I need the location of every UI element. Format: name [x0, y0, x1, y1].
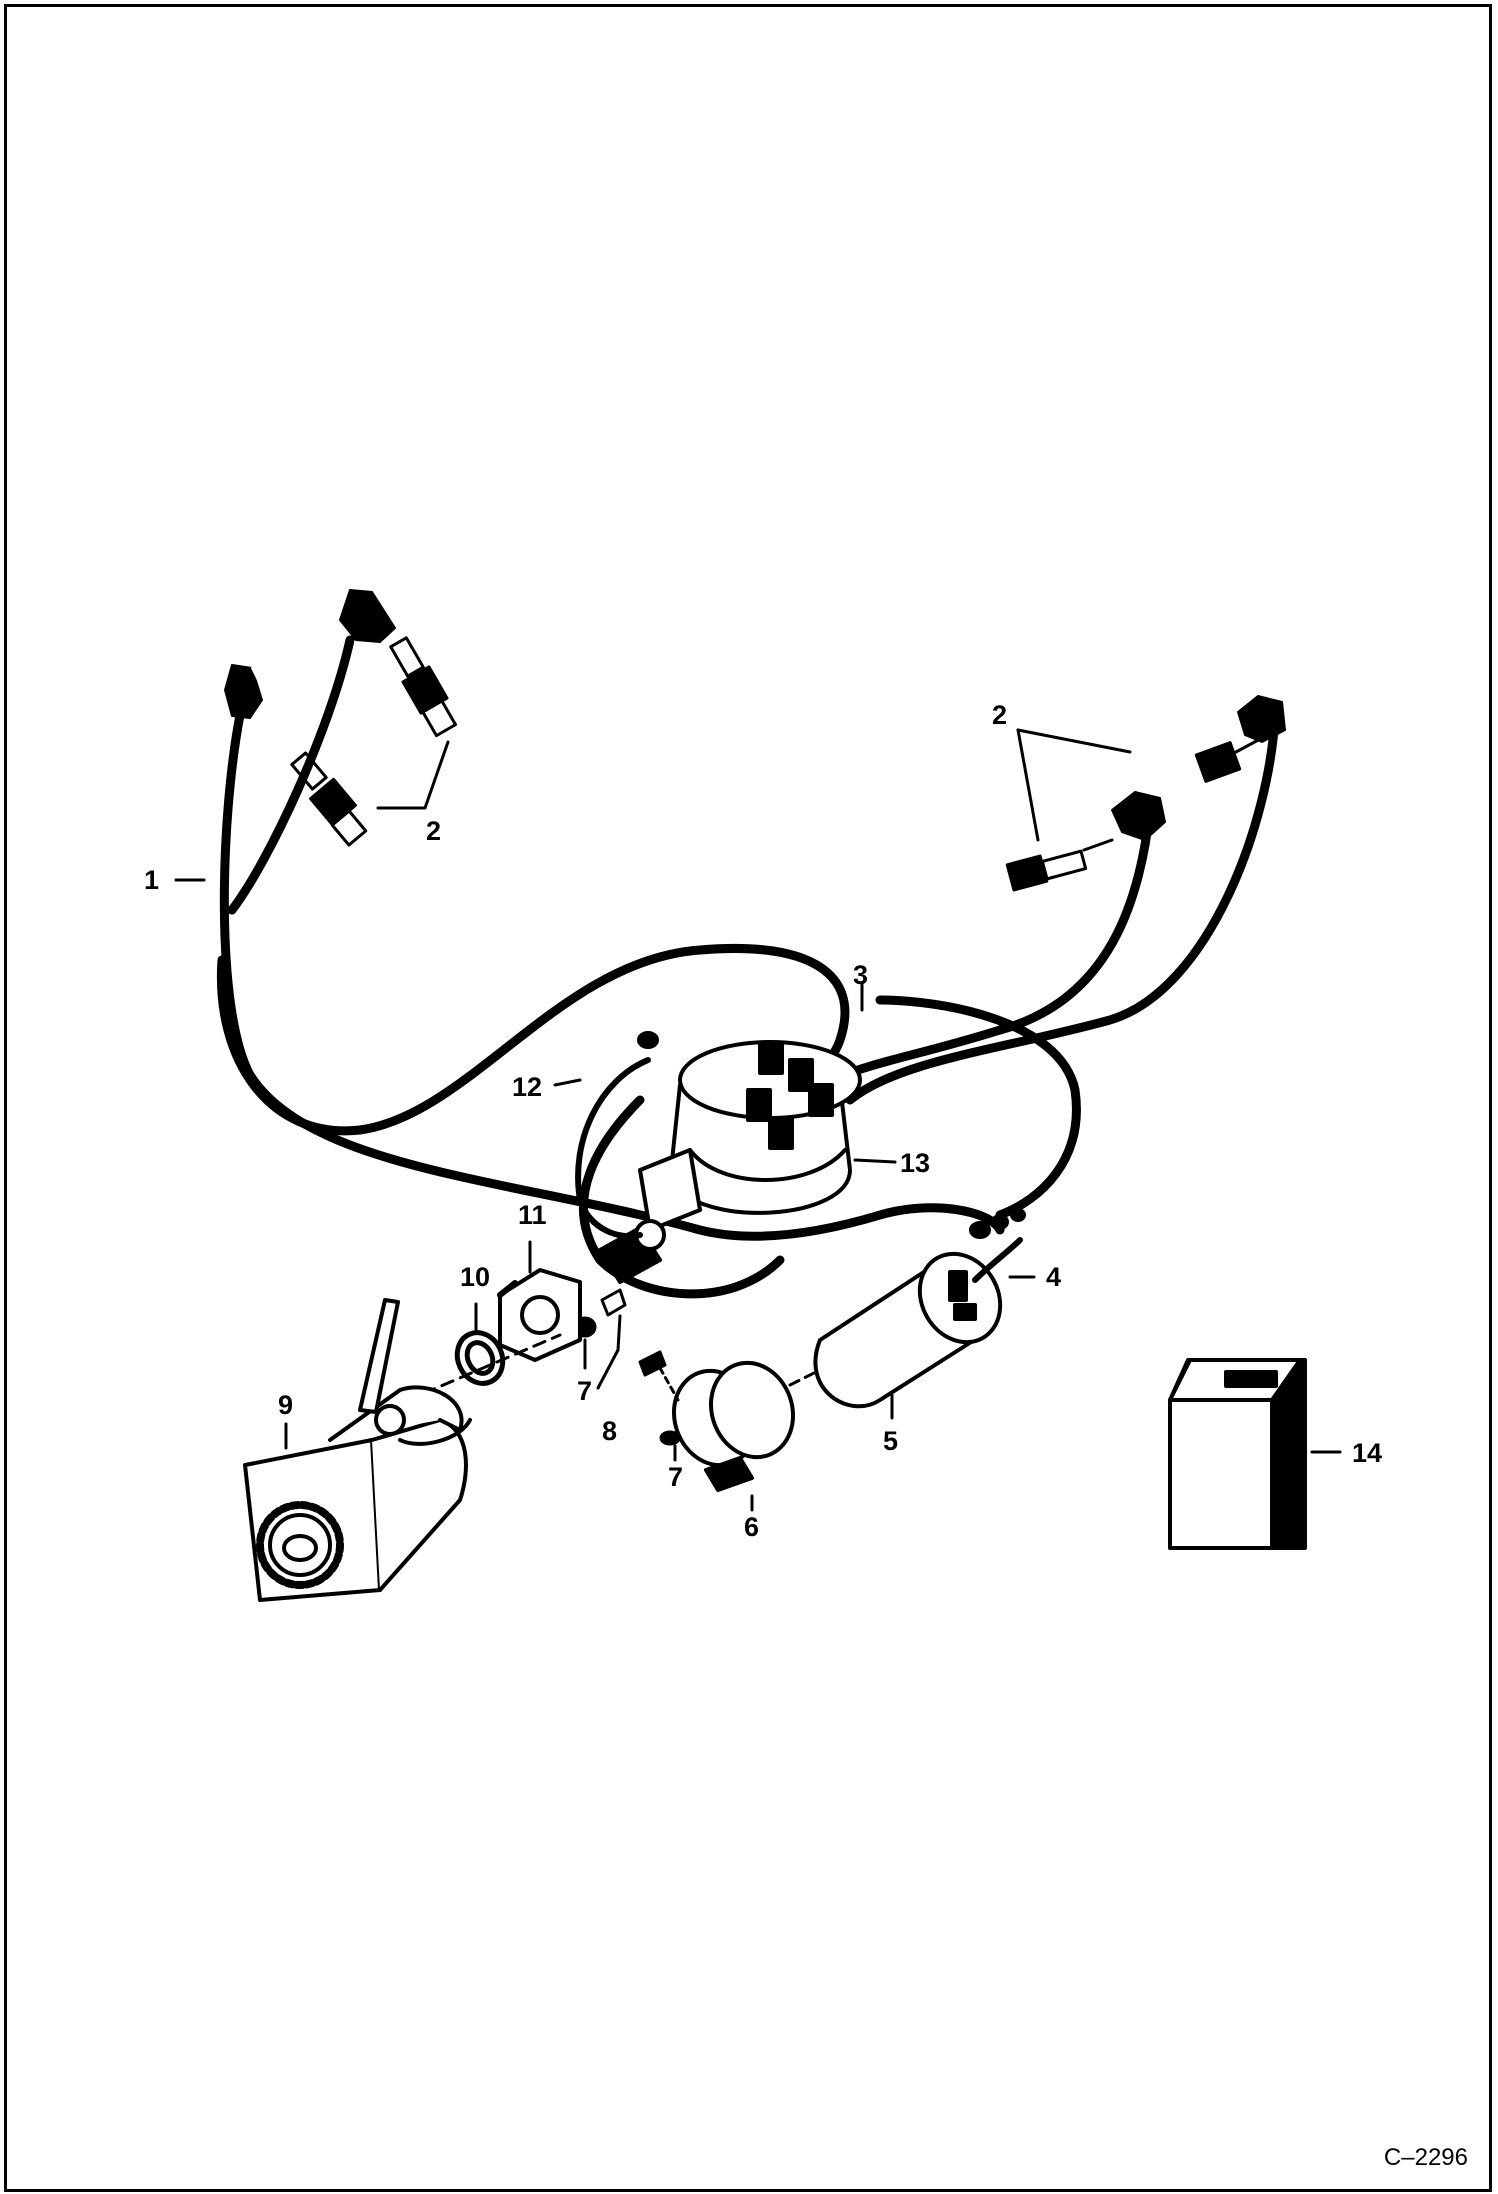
distributor: [598, 1040, 862, 1284]
spark-plug-wire-set: [216, 635, 1280, 1299]
callout-1: 1: [144, 865, 160, 895]
spark-plug-wire-g: [579, 1095, 785, 1299]
callout-7-b: 7: [668, 1462, 684, 1492]
callout-2-left: 2: [426, 816, 442, 846]
mounting-plate: [497, 1268, 582, 1362]
drive-lever: [358, 1298, 400, 1414]
spark-plug-left-1: [389, 636, 458, 738]
spark-plug-wire-f: [875, 995, 1081, 1220]
spark-plugs: [290, 636, 1264, 892]
callout-4: 4: [1046, 1262, 1062, 1292]
callout-10: 10: [460, 1262, 491, 1292]
callout-12: 12: [512, 1072, 543, 1102]
spark-plug-right-1: [1194, 736, 1264, 783]
spark-plug-wire-d: [845, 710, 1280, 1105]
callout-7-a: 7: [577, 1376, 593, 1406]
ignition-module: [1168, 1358, 1307, 1550]
distributor-lead: [575, 1057, 651, 1240]
drive-assembly: [243, 1298, 472, 1602]
leader-lines: [174, 728, 1342, 1512]
callout-13: 13: [900, 1148, 931, 1178]
spark-plug-wire-c: [216, 944, 850, 1136]
spark-plug-left-2: [290, 751, 368, 847]
figure-code: C–2296: [1383, 2144, 1468, 2171]
coil-wire: [972, 1237, 1023, 1283]
coil-nuts: [637, 1031, 1026, 1239]
callout-8: 8: [602, 1416, 618, 1446]
clamp-guide: [788, 1368, 822, 1387]
spark-plug-wire-e: [825, 805, 1155, 1085]
callout-14: 14: [1352, 1438, 1383, 1468]
ignition-coil: [813, 1251, 1003, 1409]
coil-clamp: [671, 1360, 796, 1492]
assembly-guide: [348, 1333, 562, 1427]
spark-plug-wire-b: [227, 635, 355, 915]
callout-2-right: 2: [992, 700, 1008, 730]
spark-plug-wire-a: [219, 710, 1005, 1241]
callout-3: 3: [853, 960, 869, 990]
callout-6: 6: [744, 1512, 760, 1542]
plug-boots: [224, 589, 1286, 841]
callout-9: 9: [278, 1390, 294, 1420]
callout-5: 5: [883, 1426, 899, 1456]
spark-plug-right-2: [1005, 838, 1114, 892]
callout-11: 11: [518, 1200, 547, 1230]
hardware-bolts: [573, 1288, 681, 1446]
